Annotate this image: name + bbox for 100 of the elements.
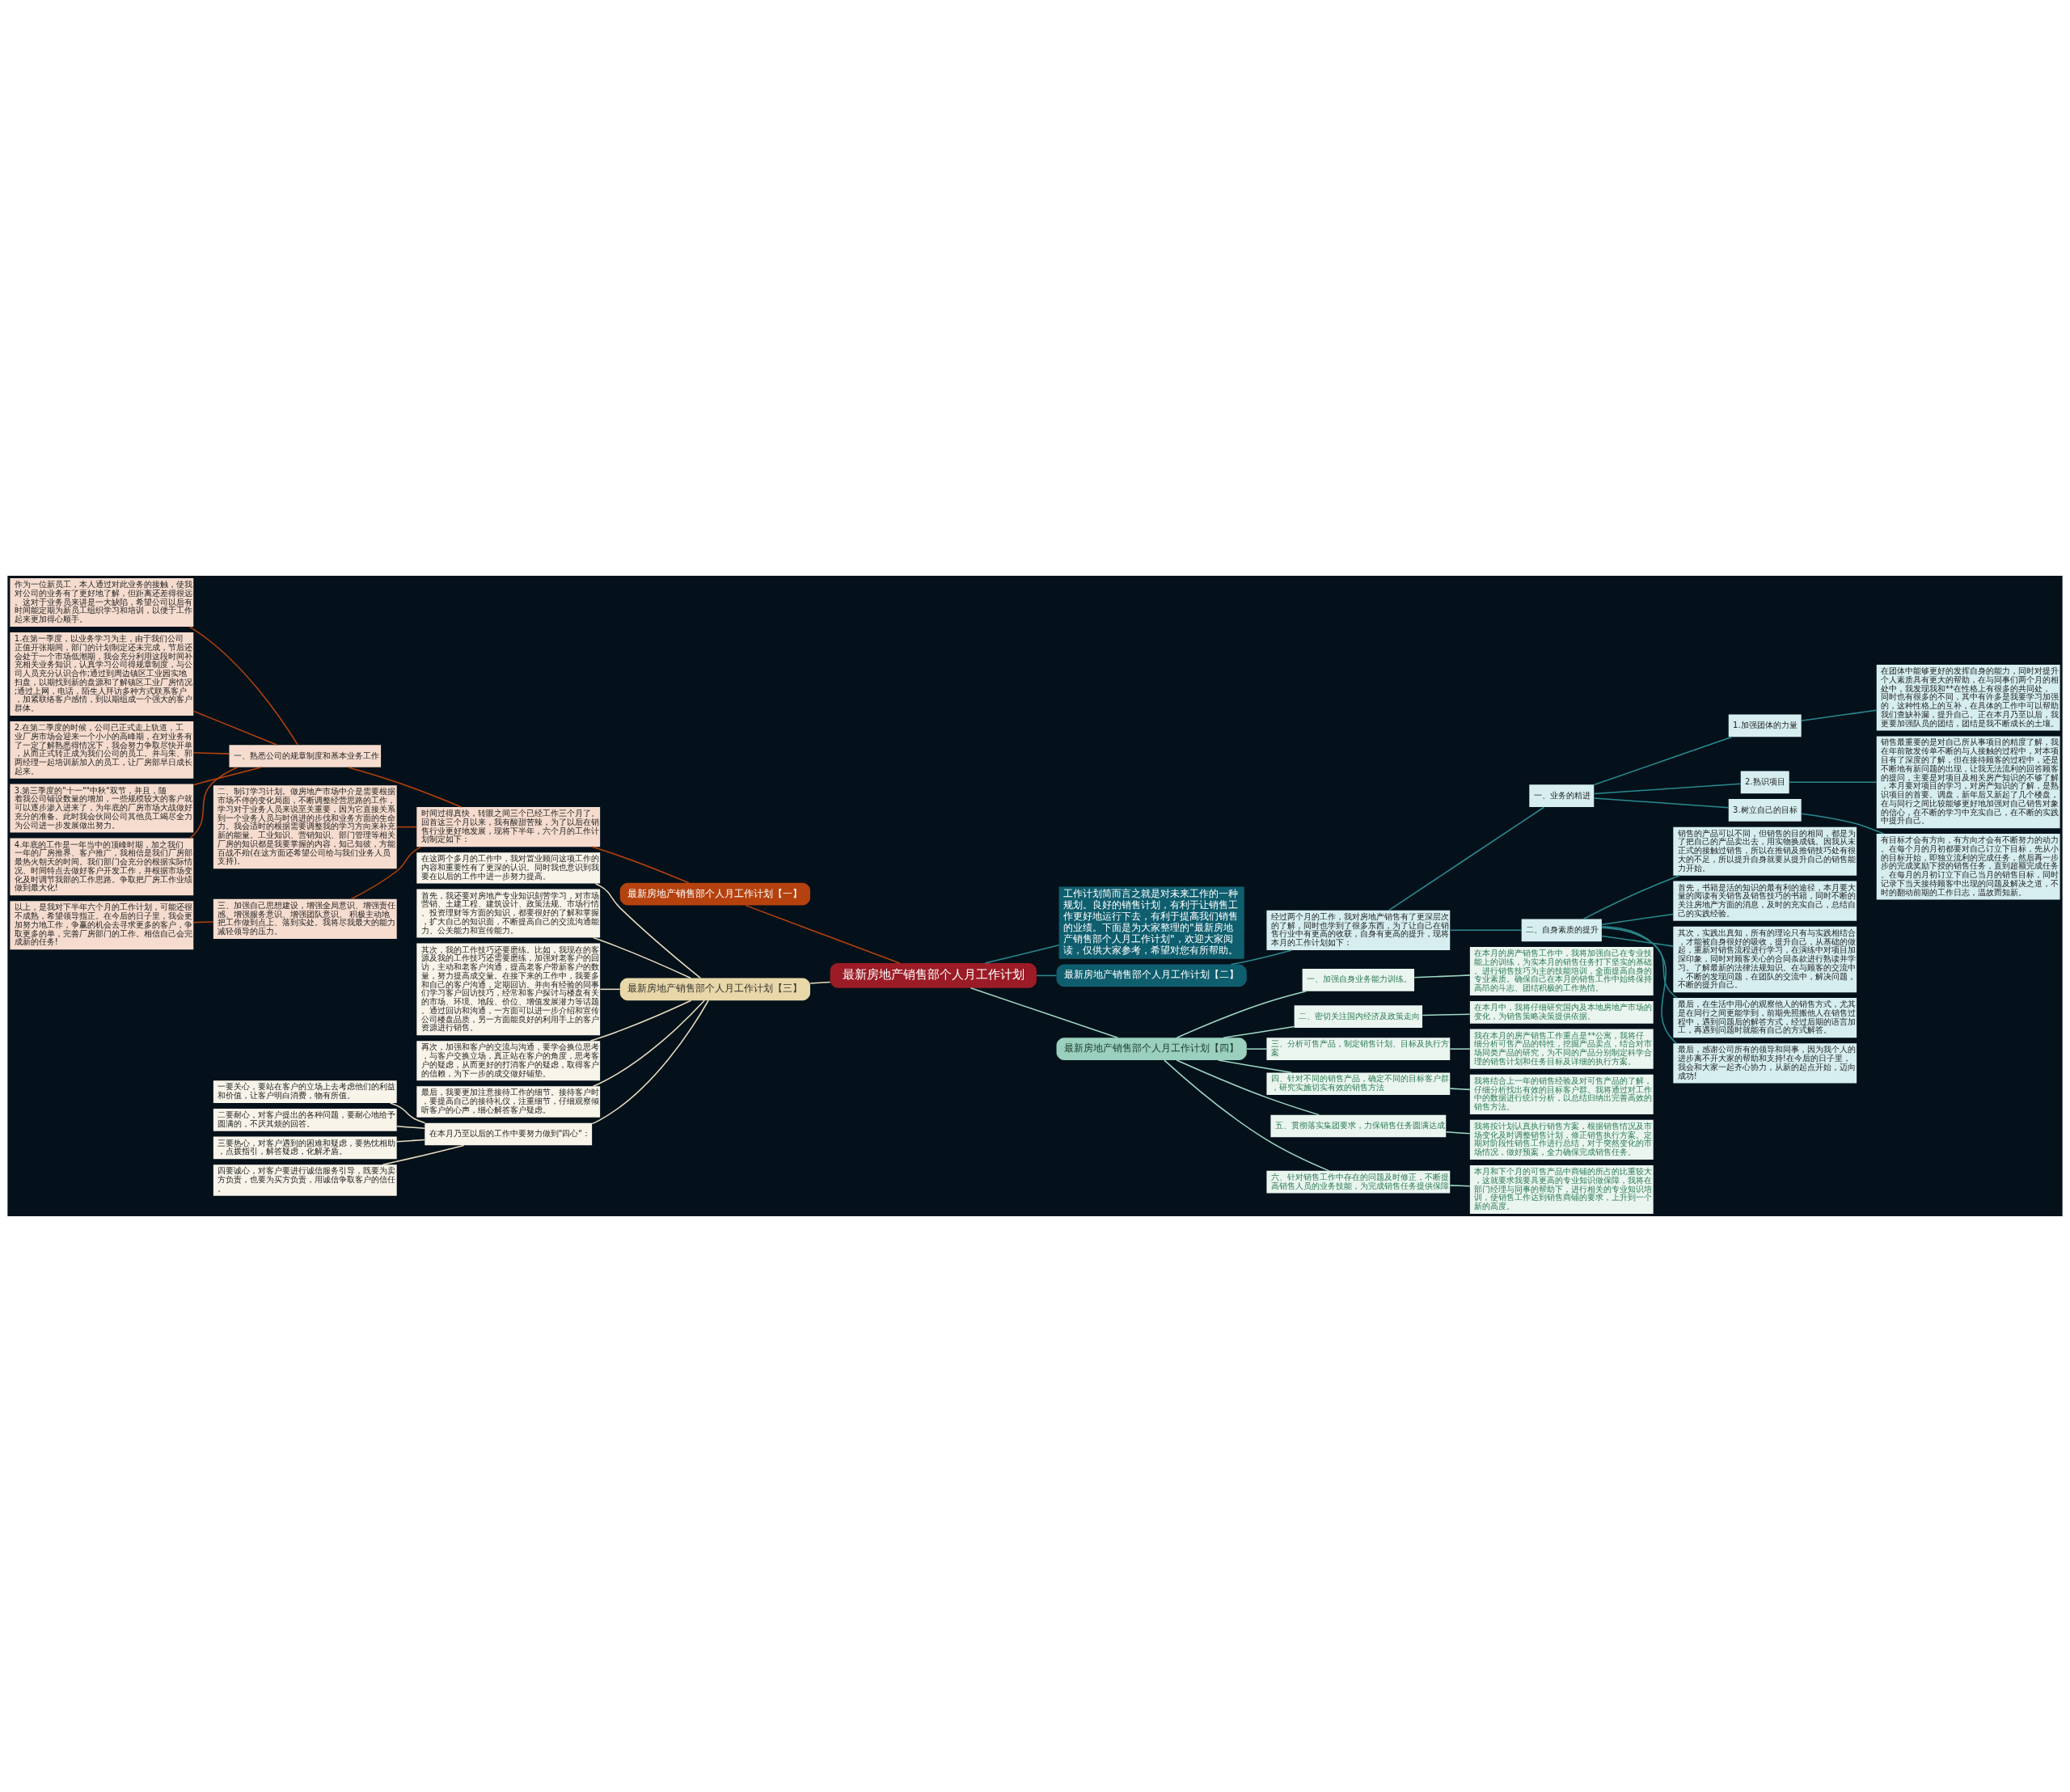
connector [1176, 1059, 1320, 1116]
connector [1449, 1088, 1471, 1091]
connector [1036, 974, 1058, 977]
connector [592, 936, 691, 979]
node-box: 我在本月的房产销售工作重点是**公寓，我将仔细分析可售产品的特性，挖掘产品卖点，结合对市场同类产品的研究，为不同的产品分别制定科学合理的销售计划和任务目标及详细的执行方案。 [1469, 1029, 1654, 1069]
node-box: 三、分析可售产品，制定销售计划、目标及执行方案 [1266, 1038, 1451, 1060]
node-box: 在本月乃至以后的工作中要努力做到"四心"： [425, 1122, 593, 1146]
connector [188, 626, 299, 746]
connector [1789, 781, 1878, 784]
node-box: 销售最重要的是对自己所从事项目的精度了解，我在年前散发传单不断的与人接触的过程中，对本项目有了深度的了解，但在接待顾客的过程中，还是不断地有新问题的出现，让我无法流利的回答顾客的提问，主要是对项目及相关房产知识的不够了解，本月要对项目的学习，对房产知识的了解，是熟识项目的首要。调盘，新年后又新起了几个楼盘，在与同行之间比较能够更好地加强对自己销售对象的信心，在不断的学习中充实自己，在不断的实践中提升自己。 [1876, 736, 2060, 829]
node-box: 一、业务的精进 [1529, 784, 1595, 808]
node-box: 五、贯彻落实集团要求，力保销售任务圆满达成 [1270, 1114, 1447, 1138]
connector [970, 987, 1119, 1038]
connector [1601, 926, 1677, 1044]
node-box: 二要耐心，对客户提出的各种问题，要耐心地给予圆满的，不厌其烦的回答。 [213, 1108, 397, 1131]
connector [350, 846, 422, 900]
connector [1388, 806, 1545, 911]
node-box: 一、熟悉公司的规章制度和基本业务工作 [229, 745, 382, 767]
node-box: 最后，在生活中用心的观察他人的销售方式，尤其是在同行之间更能学到，前期先照搬他人在销售过程中，遇到问题后的解答方式，经过后期的语言加工，再遇到问题时就能有自己的方式解答。 [1673, 998, 1857, 1038]
node-box: 六、针对销售工作中存在的问题及时修正，不断提高销售人员的业务技能，为完成销售任务提供保障 [1266, 1170, 1451, 1194]
node-box: 一要关心，要站在客户的立场上去考虑他们的利益和价值，让客户明白消费，物有所值。 [213, 1080, 397, 1104]
connector [1230, 949, 1293, 966]
connector [1218, 1059, 1292, 1074]
node-box: 一、加强自身业务能力训练。 [1302, 968, 1415, 991]
connector [348, 767, 463, 808]
connector [1593, 797, 1730, 809]
node-box: 4.年底的工作是一年当中的顶峰时期，加之我们一年的厂房推界、客户推广，我相信是我们厂房部最热火朝天的时间。我们部门会充分的根据实际情况、时间特点去做好客户开发工作，并根据市场变化及时调节我部的工作思路。争取把厂房工作业绩做到最大化! [10, 838, 194, 896]
node-box: 二、制订学习计划。做房地产市场中介是需要根据市场不停的变化局面，不断调整经营思路的工作，学习对于业务人员来说至关重要，因为它直接关系到一个业务人员与时俱进的步伐和业务方面的生命力。我会适时的根据需要调整我的学习方向来补充新的能量。工业知识、营销知识、部门管理等相关厂房的知识都是我要掌握的内容，知己知彼，方能百战不殆(在这方面还希望公司给与我们业务人员支持)。 [213, 785, 397, 869]
node-box: 四要诚心，对客户要进行诚信服务引导，既要为卖方负责，也要为买方负责，用诚信争取客户的信任。 [213, 1164, 397, 1196]
connector [192, 752, 230, 754]
connector [1164, 1059, 1330, 1172]
node-box: 工作计划简而言之就是对未来工作的一种规划。良好的销售计划，有利于让销售工作更好地运行下去，有利于提高我们销售的业绩。下面是为大家整理的"最新房地产销售部个人月工作计划"，欢迎大家阅读，仅供大家参考，希望对您有所帮助。 [1058, 886, 1244, 959]
connector [192, 710, 277, 746]
node-box: 2.熟识项目 [1740, 771, 1789, 794]
node-box: 最新房地产销售部个人月工作计划【四】 [1056, 1038, 1247, 1060]
connector [1801, 813, 1885, 835]
node-box: 二、密切关注国内经济及政策走向 [1294, 1005, 1423, 1028]
node-box: 其次，我的工作技巧还要磨练。比如，我现在的客源及我的工作技巧还需要磨练，加强对老客户的回访，主动和老客户沟通，提高老客户带新客户的数量，努力提高成交量。在接下来的工作中，我要多和自己的客户沟通，定期回访。并向有经验的同事们学习客户回访技巧，经常和客户探讨与楼盘有关的市场、环境、地段、价位、增值发展潜力等话题。通过回访和沟通，一方面可以进一步介绍和宣传公司楼盘品质，另一方面能良好的利用手上的客户资源进行销售。 [416, 943, 601, 1036]
node-box: 以上，是我对下半年六个月的工作计划，可能还很不成熟，希望领导指正。在今后的日子里，我会更加努力地工作，争赢的机会去寻求更多的客户，争取更多的单，完善厂房部门的工作。相信自己会完成新的任务! [10, 901, 194, 950]
connector [1223, 1025, 1295, 1039]
connector [599, 988, 621, 991]
node-box: 最新房地产销售部个人月工作计划【一】 [619, 882, 811, 906]
node-box: 1.在第一季度，以业务学习为主，由于我们公司正值开张期间，部门的计划制定还未完成，节后还会处于一个市场低潮期，我会充分利用这段时间补充相关业务知识，认真学习公司得规章制度，与公司人员充分认识合作;通过到周边镇区工业园实地扫盘，以期找到新的盘源和了解镇区工业厂房情况;通过上网，电话，陌生人拜访多种方式联系客户，加紧联络客户感情，到以期组成一个强大的客户群体。 [10, 632, 194, 716]
node-box: 四、针对不同的销售产品，确定不同的目标客户群，研究实施切实有效的销售方法 [1266, 1072, 1451, 1096]
node-box: 再次，加强和客户的交流与沟通，要学会换位思考，与客户交换立场，真正站在客户的角度，思考客户的疑虑，从而更好的打消客户的疑虑，取得客户的信赖，为下一步的成交做好铺垫。 [416, 1041, 601, 1081]
node-box: 1.加强团体的力量 [1728, 714, 1802, 738]
connector [745, 904, 901, 964]
connector [591, 846, 690, 884]
connector [809, 981, 831, 984]
connector [1449, 929, 1523, 932]
node-box: 在这两个多月的工作中，我对置业顾问这项工作的内容和重要性有了更深的认识。同时我也意识到我要在以后的工作中进一步努力提高。 [416, 852, 601, 884]
connector [589, 1000, 692, 1042]
connector [396, 826, 417, 828]
connector [192, 767, 262, 786]
connector [1601, 935, 1674, 947]
connector [1582, 874, 1681, 920]
connector [1601, 913, 1674, 925]
node-box: 2.在第二季度的时候，公司已正式走上轨道，工业厂房市场会迎来一个小小的高峰期，在对业务有了一定了解熟悉得情况下，我会努力争取尽快开单，从而正式转正成为我们公司的员工。并与朱、郭两经理一起培训新加入的员工，让厂房部早日成长起来。 [10, 721, 194, 779]
connector [1801, 709, 1878, 721]
node-box: 我将结合上一年的销售经验及对可售产品的了解，仔细分析找出有效的目标客户群。我将通过对工作中的数据进行统计分析，以总结归纳出完善高效的销售方法。 [1469, 1074, 1654, 1114]
connector [1593, 783, 1742, 795]
node-box: 经过两个月的工作，我对房地产销售有了更深层次的了解，同时也学到了很多东西，为了让自己在销售行业中有更高的收获，自身有更高的提升，现将本月的工作计划如下： [1266, 910, 1451, 950]
connector [1422, 1013, 1471, 1016]
connector [396, 1139, 425, 1143]
node-box: 时间过得真快，转眼之间三个已经工作三个月了。回首这三个月以来，我有酸甜苦辣，为了以后在销售行业更好地发展，现将下半年，六个月的工作计划制定如下： [416, 807, 601, 847]
node-box: 有目标才会有方向，有方向才会有不断努力的动力。在每个月的月初都要对自己订立下目标，先从小的目标开始，即独立流利的完成任务，然后再一步步的完成奖励下授的销售任务，直到超额完成任务。在每月的月初订立下自己当月的销售目标，同时记录下当天接待顾客中出现的问题及解决之道，不时的翻动前期的工作日志，温故而知新。 [1876, 834, 2060, 900]
node-box: 最新房地产销售部个人月工作计划 [830, 963, 1037, 988]
node-box: 销售的产品可以不同，但销售的目的相同，都是为了把自己的产品卖出去，用实物换成钱。因我从未正式的接触过销售，所以在推销及推销技巧处有很大的不足，所以提升自身就要从提升自己的销售能力开始。 [1673, 826, 1857, 876]
connector [1601, 927, 1678, 999]
connector [1445, 1131, 1471, 1135]
connector [1246, 1048, 1268, 1050]
connector [382, 1144, 465, 1165]
connector [592, 1000, 705, 1087]
node-box: 我将按计划认真执行销售方案，根据销售情况及市场变化及时调整销售计划，修正销售执行方案。定期对阶段性销售工作进行总结，对于突然变化的市场情况，做好预案，全力确保完成销售任务。 [1469, 1119, 1654, 1160]
node-box: 三、加强自己思想建设，增强全局意识、增强责任感、增强服务意识、增强团队意识。 积极主动地把工作做到点上、落到实处。我将尽我最大的能力减轻领导的压力。 [213, 898, 397, 940]
connector [1449, 1048, 1471, 1050]
node-box: 在本月的房产销售工作中，我将加强自己在专业技能上的训练，为实本月的销售任务打下坚实的基础。进行销售技巧为主的技能培训，全面提高自身的专业素质。确保自己在本月的销售工作中始终保持高昂的斗志、团结积极的工作热情。 [1469, 947, 1654, 996]
node-box: 在本月中，我将仔细研究国内及本地房地产市场的变化，为销售策略决策提供依据。 [1469, 1000, 1654, 1024]
node-box: 首先，我还要对房地产专业知识刻苦学习，对市场营销、土建工程、建筑设计、政策法规、市场行情、投资理财等方面的知识，都要很好的了解和掌握，扩大自己的知识面，不断提高自己的交流沟通能力、公关能力和宣传能力。 [416, 889, 601, 938]
node-box: 三要热心，对客户遇到的困难和疑虑，要热忱相助，点拨指引，解答疑虑，化解矛盾。 [213, 1136, 397, 1160]
connector [192, 921, 214, 923]
connector [1449, 1185, 1471, 1187]
node-box: 作为一位新员工，本人通过对此业务的接触，使我对公司的业务有了更好地了解，但距离还差得很远。这对于业务员来讲是一大缺陷，希望公司以后有时间能定期为新员工组织学习和培训，以便于工作起来更加得心顺手。 [10, 578, 194, 628]
connector [189, 767, 239, 839]
connector [591, 1000, 709, 1125]
node-box: 最后，我要更加注意接待工作的细节。接待客户时，要提高自己的接待礼仪，注重细节，仔细观察倾听客户的心声，细心解答客户疑虑。 [416, 1086, 601, 1118]
connector [594, 883, 701, 979]
connector [984, 945, 1060, 964]
node-box: 最新房地产销售部个人月工作计划【三】 [619, 978, 811, 1001]
node-box: 本月和下个月的可售产品中商铺的所占的比重较大，这就要求我要具更高的专业知识做保障，我将在部门经理与同事的帮助下，进行相关的专业知识培训，使销售工作达到销售商铺的要求，上升到一个新的高度。 [1469, 1164, 1654, 1214]
connector [389, 1102, 426, 1124]
node-box: 其次，实践出真知，所有的理论只有与实践相结合，才能被自身很好的吸收，提升自己，从基础的做起，重新对销售流程进行学习，在演练中对项目加深印象，同时对顾客关心的合同条款进行熟读并学习。了解最新的法律法规知识。在与顾客的交流中，不断的发现问题，在团队的交流中，解决问题，不断的提升自己。 [1673, 926, 1857, 993]
node-box: 最新房地产销售部个人月工作计划【二】 [1056, 964, 1247, 987]
node-box: 首先，书籍是活的知识的最有利的途径，本月要大量的阅读有关销售及销售技巧的书籍，同时不断的关注房地产方面的消息，及时的充实自己，总结自己的实践经验。 [1673, 881, 1857, 921]
node-box: 3.第三季度的"十一""中秋"双节，并且，随着我公司铺设数量的增加，一些规模较大的客户就可以逐步渗入进来了，为年底的厂房市场大战做好充分的准备。此时我会伙同公司其他员工竭尽全力为公司进一步发展做出努力。 [10, 784, 194, 833]
connector [1593, 736, 1733, 786]
node-box: 3.树立自己的目标 [1728, 799, 1802, 822]
node-box: 在团体中能够更好的发挥自身的能力，同时对提升个人素质具有更大的帮助，在与同事们两个月的相处中，我发现我和**在性格上有很多的共同处，同时也有很多的不同，其中有许多是我要学习加强的，这种性格上的互补，在具体的工作中可以帮助我们查缺补漏，提升自己。正在本月乃至以后，我更要加强队员的团结，团结是我不断成长的土壤。 [1876, 664, 2060, 731]
node-box: 二、自身素质的提升 [1521, 919, 1602, 942]
connector [1413, 974, 1471, 978]
